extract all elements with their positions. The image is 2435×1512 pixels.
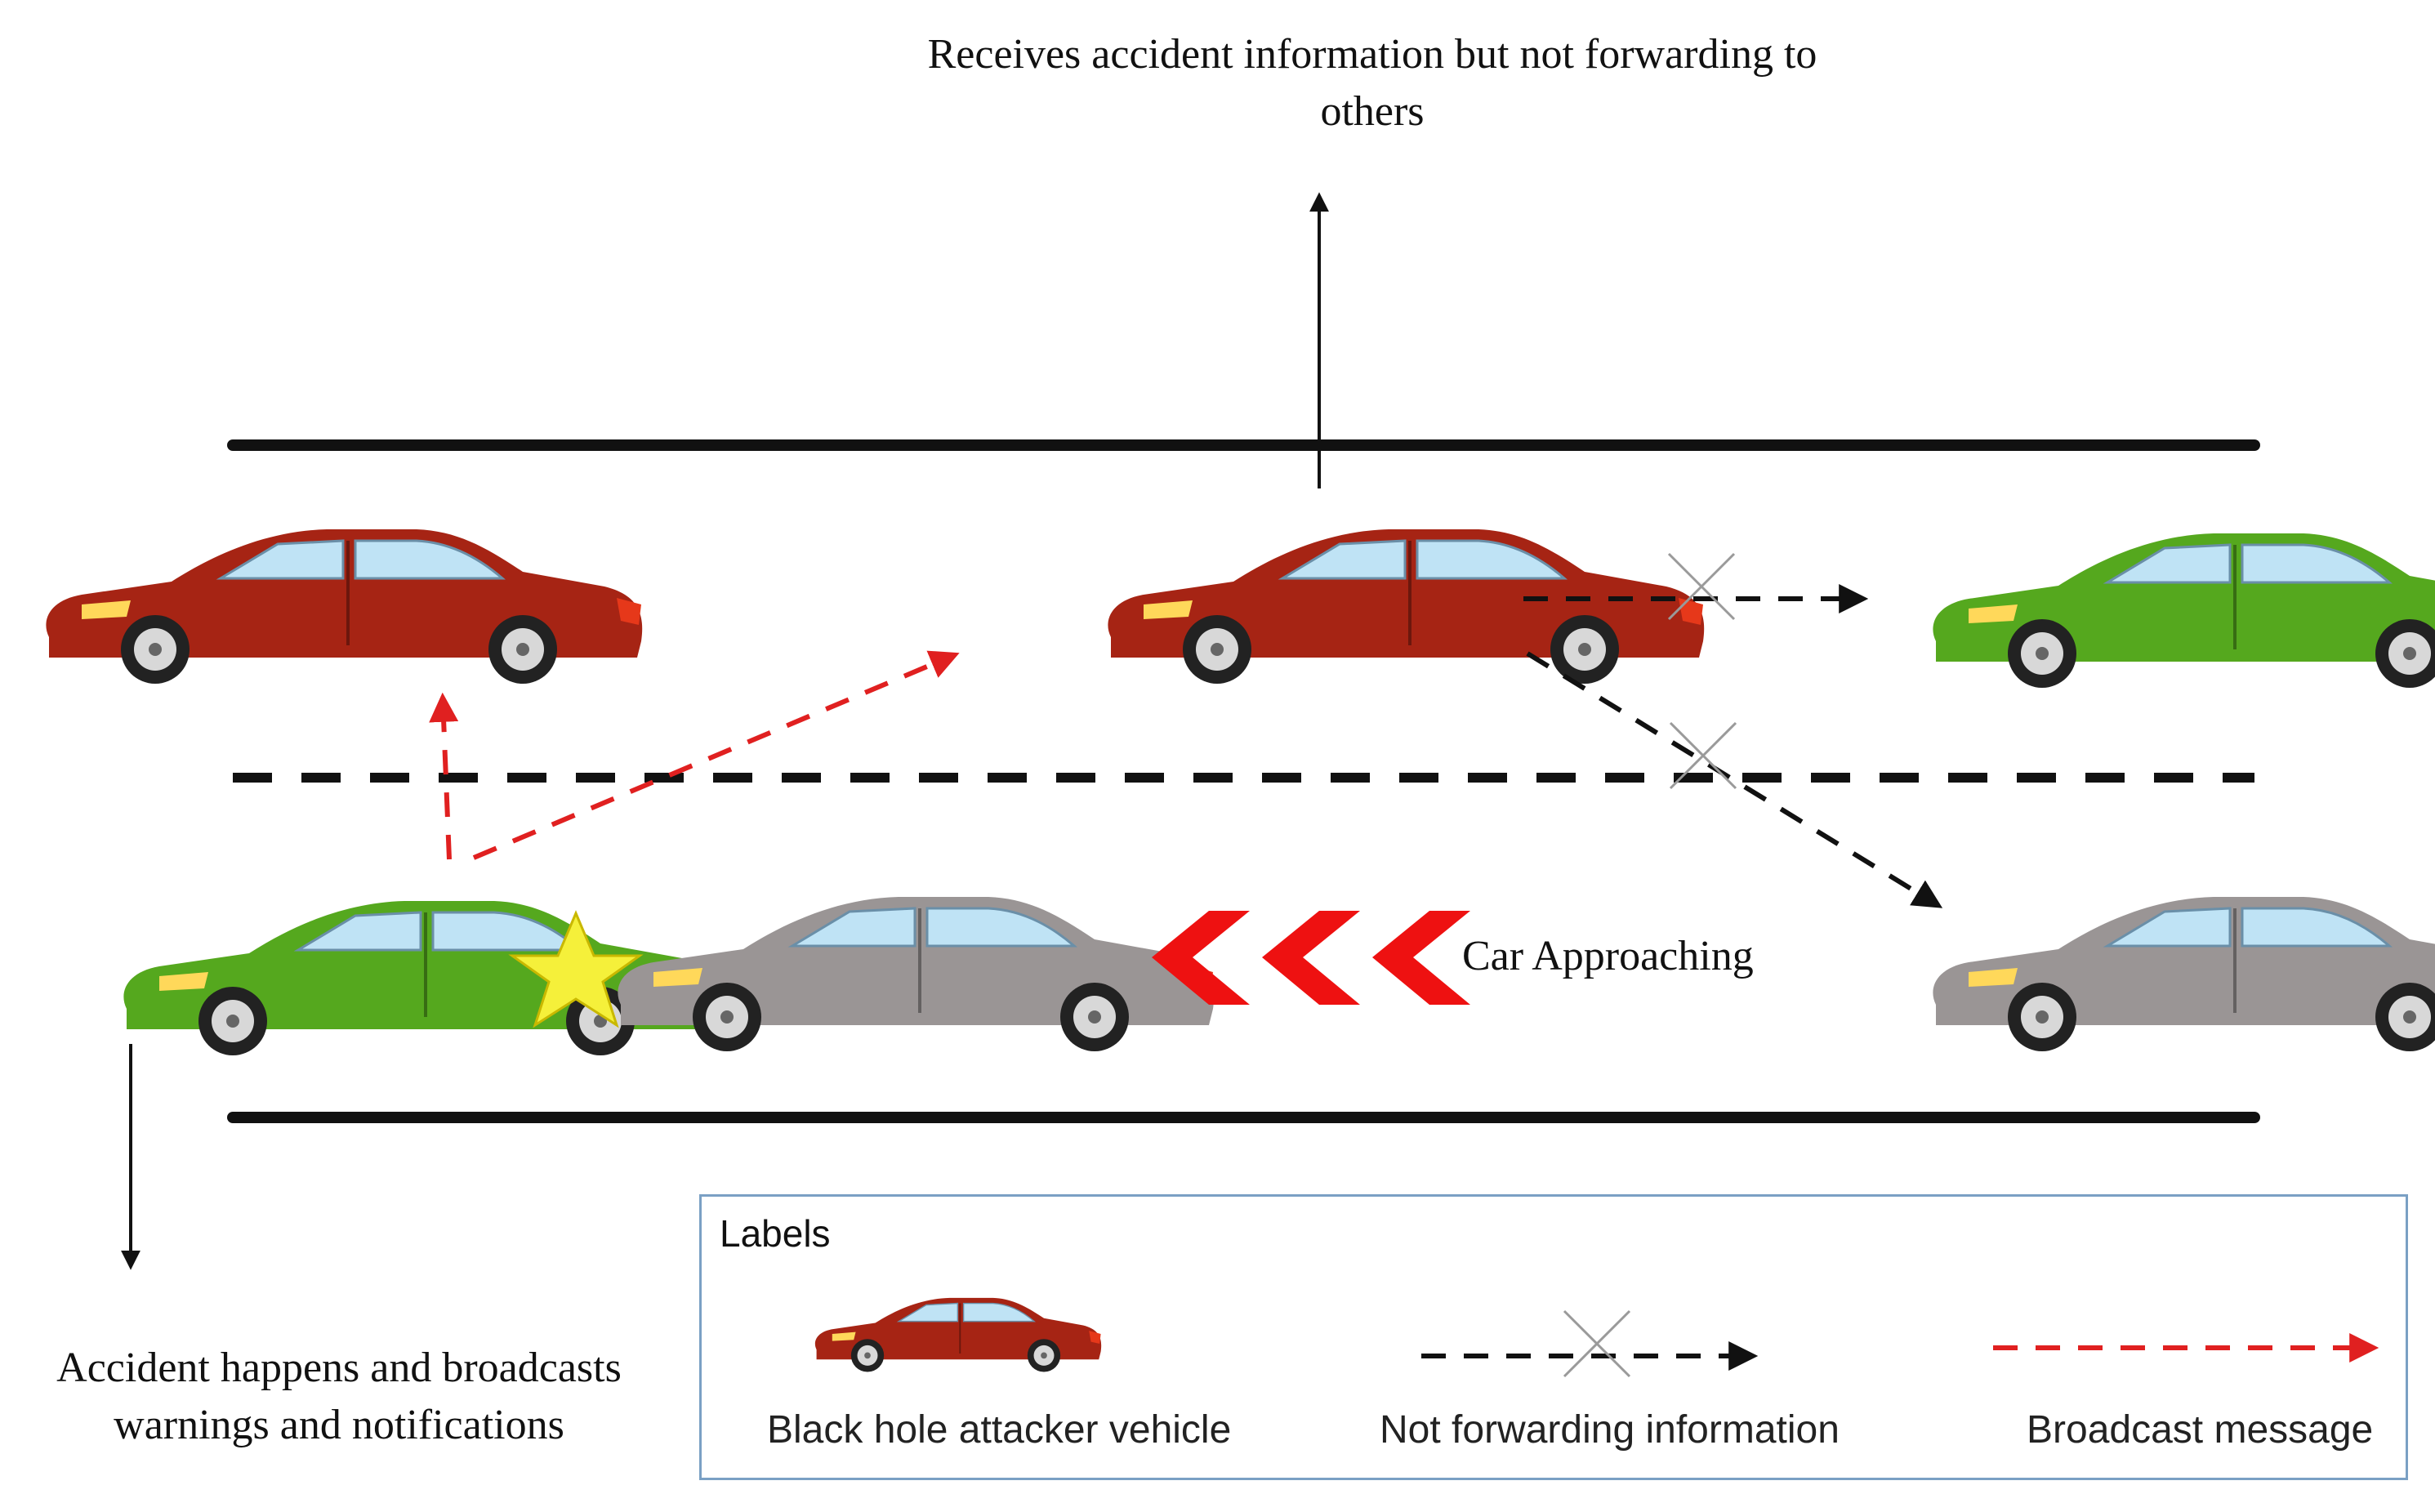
car-approaching-label: Car Approaching bbox=[1462, 933, 1754, 979]
attacker-car-center bbox=[1106, 528, 1706, 685]
legend-label-broadcast: Broadcast message bbox=[2027, 1408, 2374, 1452]
legend-label-not-forwarding: Not forwarding information bbox=[1380, 1408, 1840, 1452]
crashed-car-grey bbox=[616, 895, 1216, 1053]
legend-title: Labels bbox=[720, 1212, 831, 1255]
broadcast-arrow-diagonal bbox=[472, 650, 960, 860]
broadcast-arrow-up bbox=[429, 692, 459, 860]
legend-box: Labels Black hole attacker vehicle Not f… bbox=[699, 1194, 2408, 1480]
top-caption: Receives accident information but not fo… bbox=[927, 31, 1817, 136]
legend-not-forward-arrow-icon bbox=[1421, 1309, 1759, 1378]
approaching-car-grey bbox=[1931, 895, 2435, 1053]
chevron-left-icon bbox=[1152, 911, 1470, 1005]
attacker-car-left bbox=[44, 528, 644, 685]
collision-star-icon bbox=[508, 910, 644, 1028]
legend-label-attacker: Black hole attacker vehicle bbox=[767, 1408, 1232, 1452]
not-forward-arrow-diagonal bbox=[1526, 651, 1943, 908]
bottom-caption: Accident happens and broadcasts warnings… bbox=[56, 1345, 622, 1449]
normal-car-right bbox=[1931, 532, 2435, 689]
